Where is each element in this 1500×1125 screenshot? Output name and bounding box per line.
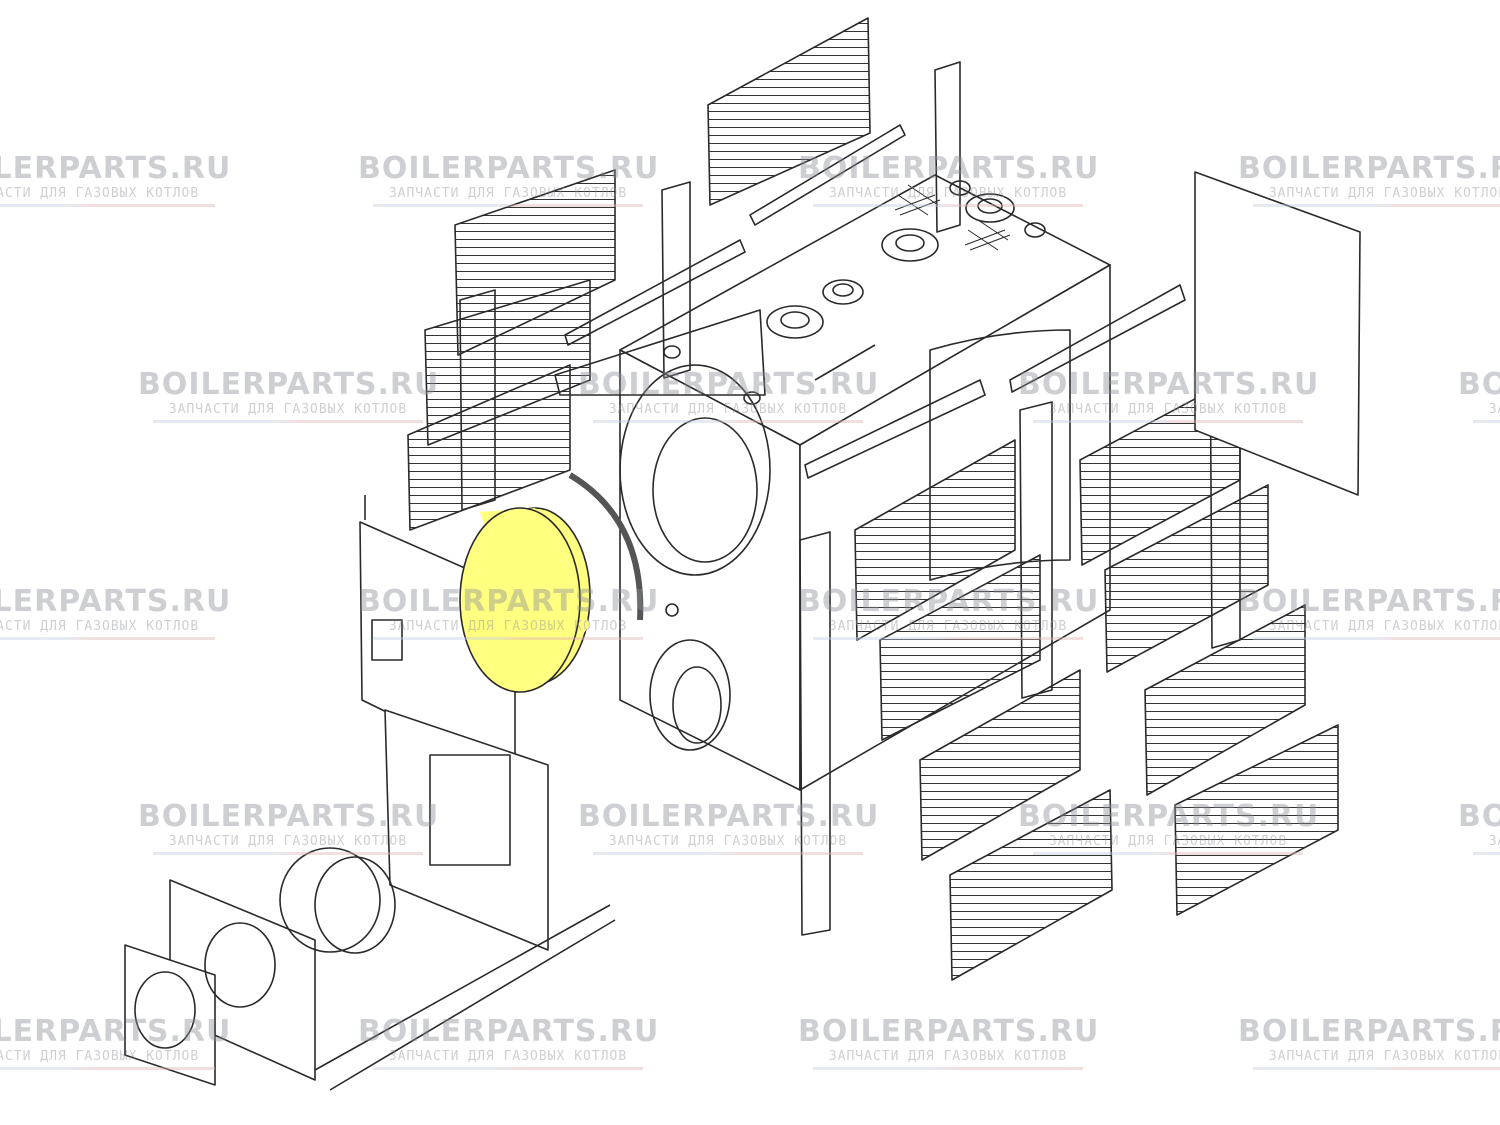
lower-frame (124, 709, 616, 1091)
right-side-panels (799, 61, 1361, 981)
front-panel-assembly (359, 472, 644, 776)
top-fittings (663, 180, 1046, 405)
left-side-panels (407, 169, 766, 531)
top-panel (707, 17, 871, 206)
top-rail (749, 124, 906, 226)
